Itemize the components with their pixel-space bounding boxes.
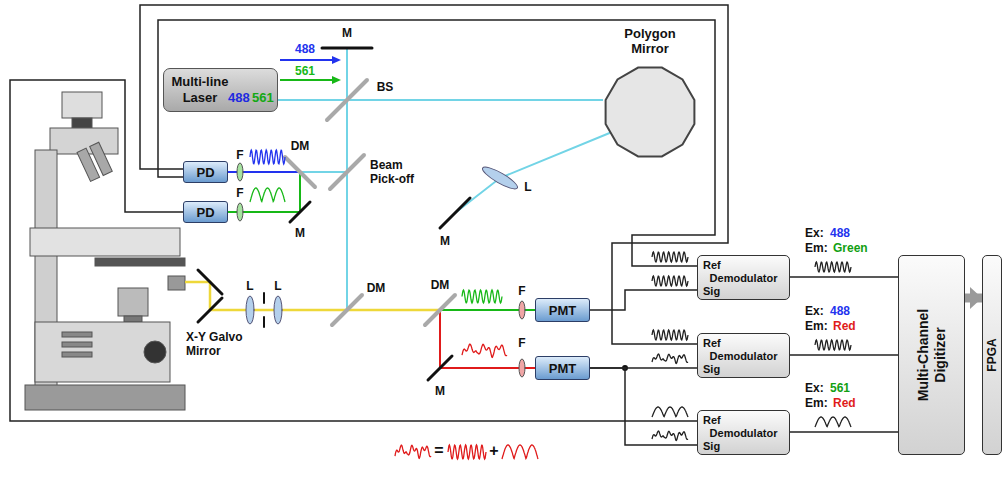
node-text: Multi-line Laser — [168, 74, 232, 106]
channel-label: Em: — [805, 241, 828, 255]
channel-label: Ex: — [805, 304, 824, 318]
waveform — [652, 276, 688, 286]
node-text: Ref — [703, 337, 784, 350]
node-text: PD — [196, 205, 214, 220]
signal-wire — [790, 276, 898, 278]
signal-wire — [158, 20, 715, 266]
channel-label: Ex: — [805, 226, 824, 240]
signal-wire — [790, 354, 898, 356]
filter-label: F — [518, 284, 525, 298]
node-text: Ref — [703, 259, 784, 272]
filter-label: F — [236, 186, 243, 200]
node-text: PD — [196, 165, 214, 180]
mirror-label: M — [342, 26, 352, 40]
filter-label: F — [518, 336, 525, 350]
waveform — [250, 150, 285, 164]
lens-label: L — [246, 279, 253, 293]
polygon-mirror: Polygon Mirror — [602, 64, 698, 160]
wavelength-label: 488 — [295, 42, 315, 56]
waveform — [815, 262, 851, 272]
node-text: Sig — [703, 285, 784, 298]
waveform — [652, 252, 688, 262]
dichroic-label: DM — [291, 139, 310, 153]
mirror-label: M — [440, 234, 450, 248]
waveform — [462, 290, 502, 303]
channel-label: 488 — [830, 226, 850, 240]
waveform — [250, 188, 285, 202]
waveform — [652, 431, 688, 441]
node-text: Sig — [703, 440, 784, 453]
polygon-outline — [606, 68, 695, 157]
signal-wire — [790, 431, 898, 433]
node-text: PMT — [549, 361, 576, 376]
light-beams — [185, 48, 612, 368]
channel-label: 488 — [830, 304, 850, 318]
waveform — [652, 407, 688, 417]
operator-symbol: = — [434, 444, 443, 458]
polygon-shape — [602, 64, 698, 160]
channel-label: Red — [833, 396, 856, 410]
waveform — [448, 445, 486, 459]
data-arrow — [965, 294, 982, 303]
lens-label: L — [524, 180, 531, 194]
galvo-label: X-Y Galvo Mirror — [186, 330, 258, 358]
pmt-box: PMT — [535, 298, 590, 322]
signal-wire — [10, 80, 697, 421]
dichroic-label: DM — [431, 278, 450, 292]
digitizer-box: Multi-Channel Digitizer — [898, 255, 965, 455]
node-text: Ref — [703, 414, 784, 427]
node-text: PMT — [549, 303, 576, 318]
demodulator-box: RefDemodulatorSig — [697, 255, 790, 300]
node-text: Sig — [703, 363, 784, 376]
waveform — [502, 445, 538, 459]
waveform — [815, 417, 851, 427]
operator-symbol: + — [489, 444, 498, 458]
waveform — [652, 354, 688, 364]
pmt-box: PMT — [535, 356, 590, 380]
channel-label: 561 — [830, 381, 850, 395]
node-text: Demodulator — [703, 350, 784, 363]
channel-label: Red — [833, 319, 856, 333]
node-text: FPGA — [985, 338, 999, 371]
channel-label: Em: — [805, 319, 828, 333]
channel-label: Em: — [805, 396, 828, 410]
mirror-label: M — [295, 226, 305, 240]
node-text: 561 — [252, 90, 274, 106]
mirror-label: M — [435, 384, 445, 398]
waveform — [462, 344, 507, 357]
dichroic-label: DM — [367, 281, 386, 295]
demodulator-box: RefDemodulatorSig — [697, 410, 790, 455]
node-text: Multi-Channel Digitizer — [915, 295, 949, 415]
wavelength-label: 561 — [295, 64, 315, 78]
fpga-box: FPGA — [982, 255, 1002, 455]
optics — [198, 48, 628, 380]
signal-wire — [590, 368, 697, 445]
signal-wire — [590, 290, 697, 310]
pickoff-label: Beam Pick-off — [370, 158, 428, 186]
channel-label: Green — [833, 241, 868, 255]
waveform — [652, 330, 688, 340]
laser-box: Multi-line Laser488561 — [163, 68, 278, 112]
node-text: 488 — [228, 90, 250, 106]
waveform — [815, 340, 851, 350]
filter-label: F — [236, 148, 243, 162]
photodiode-box: PD — [183, 201, 228, 223]
node-text: Polygon Mirror — [610, 26, 690, 56]
microscope — [25, 92, 185, 410]
signal-wire — [140, 5, 728, 344]
node-text: Demodulator — [703, 272, 784, 285]
node-text: Demodulator — [703, 427, 784, 440]
splitter-label: BS — [377, 80, 394, 94]
photodiode-box: PD — [183, 161, 228, 183]
waveform — [395, 445, 431, 458]
channel-label: Ex: — [805, 381, 824, 395]
waveforms — [250, 150, 851, 459]
lens-label: L — [274, 279, 281, 293]
demodulator-box: RefDemodulatorSig — [697, 333, 790, 378]
